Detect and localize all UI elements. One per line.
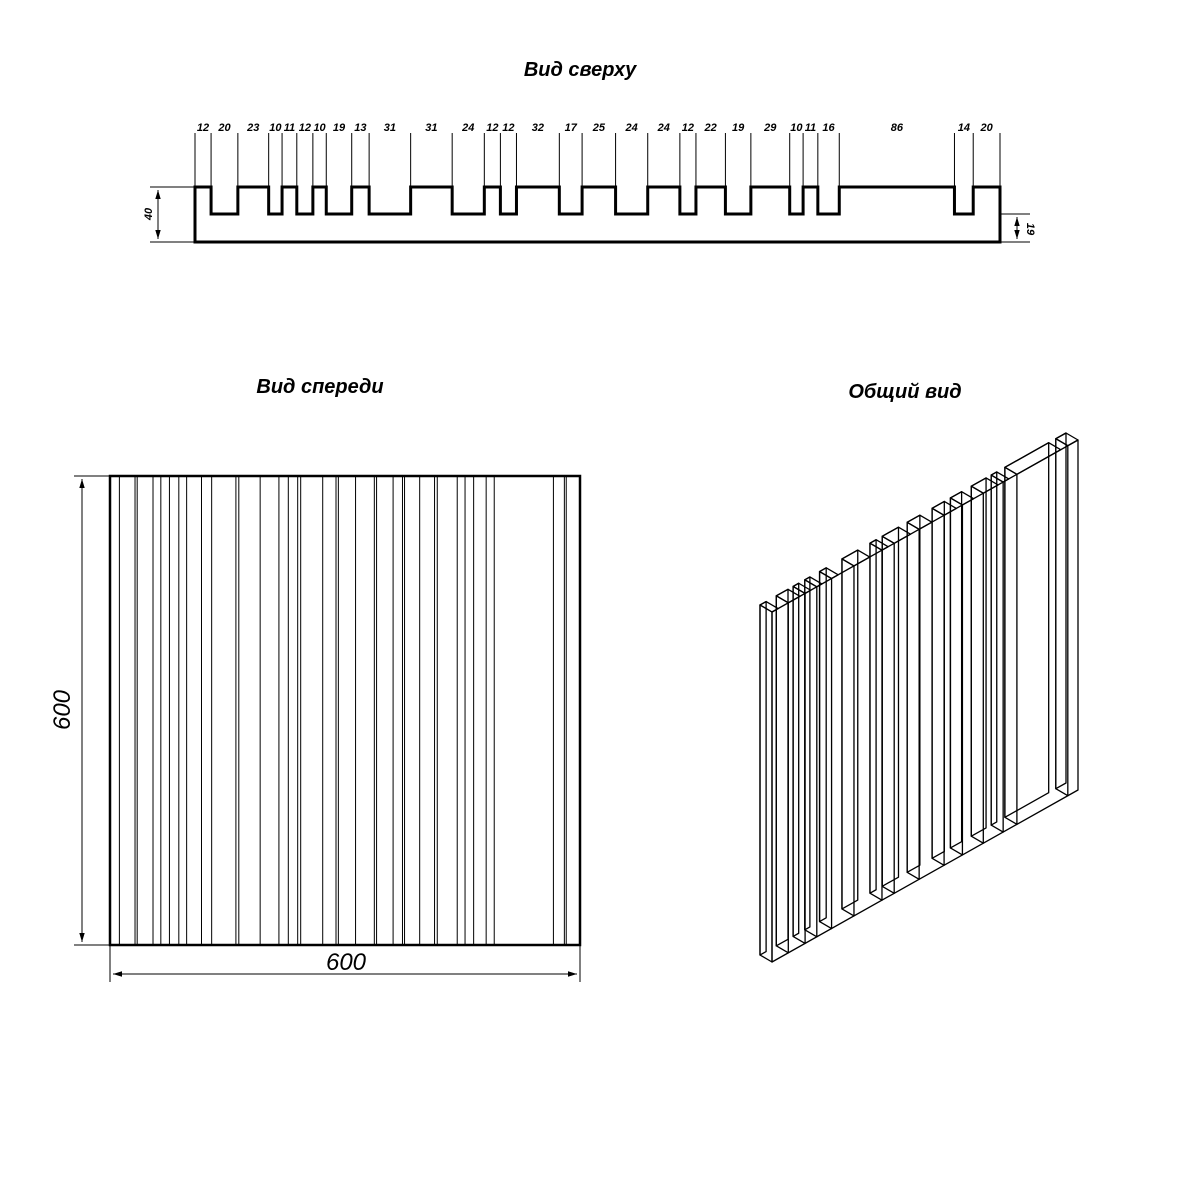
segment-width-label: 23 bbox=[246, 122, 259, 134]
segment-width-label: 12 bbox=[197, 122, 209, 134]
iso-rib-face bbox=[949, 491, 963, 849]
segment-width-label: 16 bbox=[822, 122, 835, 134]
segment-width-label: 12 bbox=[299, 122, 311, 134]
segment-width-label: 10 bbox=[790, 122, 803, 134]
iso-rib-face bbox=[990, 471, 998, 826]
top-profile-outline bbox=[193, 185, 1002, 244]
iso-rib-side bbox=[1004, 466, 1018, 825]
iso-rib-side bbox=[881, 535, 895, 894]
segment-width-label: 13 bbox=[354, 122, 366, 134]
iso-rib-side bbox=[841, 558, 855, 917]
segment-width-label: 11 bbox=[284, 122, 295, 134]
iso-rib-side bbox=[818, 570, 833, 930]
iso-rib-face bbox=[1004, 442, 1050, 818]
segment-width-label: 31 bbox=[425, 122, 437, 134]
segment-width-label: 31 bbox=[384, 122, 396, 134]
iso-rib-face bbox=[931, 500, 945, 859]
segment-width-label: 12 bbox=[486, 122, 498, 134]
iso-rib-side bbox=[869, 542, 883, 901]
segment-width-label: 22 bbox=[704, 122, 717, 134]
iso-rib-face bbox=[792, 582, 800, 938]
iso-rib-side bbox=[804, 579, 818, 938]
segment-width-label: 10 bbox=[269, 122, 282, 134]
iso-rib-side bbox=[931, 507, 945, 866]
iso-rib-top bbox=[970, 477, 999, 494]
iso-rib-side bbox=[1055, 438, 1069, 797]
top-view-title: Вид сверху bbox=[524, 59, 637, 81]
iso-rib-side bbox=[775, 595, 789, 954]
iso-rib-side bbox=[792, 585, 806, 945]
iso-rib-top bbox=[1004, 442, 1062, 475]
front-groove-lines bbox=[118, 476, 567, 945]
base-dimension: 19 bbox=[1000, 213, 1036, 243]
segment-width-label: 17 bbox=[565, 122, 578, 134]
iso-rib-side bbox=[906, 521, 920, 880]
segment-width-label: 10 bbox=[313, 122, 326, 134]
iso-rib-face bbox=[881, 526, 900, 887]
segment-width-label: 24 bbox=[625, 122, 638, 134]
front-panel-outline bbox=[108, 474, 582, 947]
front-view-title: Вид спереди bbox=[256, 376, 383, 398]
iso-rib-side bbox=[970, 485, 984, 844]
front-height-label: 600 bbox=[49, 689, 76, 730]
base-dimension-label: 19 bbox=[1024, 223, 1036, 236]
segment-width-label: 20 bbox=[979, 122, 993, 134]
isometric-view bbox=[759, 432, 1079, 963]
segment-width-label: 20 bbox=[217, 122, 231, 134]
general-view-title: Общий вид bbox=[848, 381, 961, 403]
iso-rib-face bbox=[869, 539, 877, 894]
segment-width-label: 12 bbox=[502, 122, 514, 134]
iso-rib-side bbox=[949, 497, 964, 856]
iso-rib-face bbox=[906, 514, 921, 873]
iso-rib-face bbox=[841, 549, 859, 910]
segment-width-label: 24 bbox=[461, 122, 474, 134]
segment-width-label: 19 bbox=[333, 122, 346, 134]
top-extension-lines bbox=[194, 133, 1001, 187]
iso-rib-side bbox=[759, 604, 773, 963]
front-width-dimension: 600 bbox=[109, 945, 581, 982]
segment-width-label: 24 bbox=[657, 122, 670, 134]
segment-width-label: 12 bbox=[682, 122, 694, 134]
iso-rib-face bbox=[759, 600, 767, 956]
height-dimension: 40 bbox=[143, 186, 196, 243]
front-view: 600 600 bbox=[49, 474, 582, 982]
front-width-label: 600 bbox=[326, 949, 367, 976]
iso-rib-face bbox=[818, 567, 827, 923]
iso-rib-face bbox=[775, 588, 789, 947]
segment-width-label: 29 bbox=[763, 122, 777, 134]
front-height-dimension: 600 bbox=[49, 475, 110, 946]
segment-width-label: 14 bbox=[958, 122, 970, 134]
iso-rib-top bbox=[841, 549, 871, 567]
segment-width-label: 32 bbox=[532, 122, 544, 134]
iso-rib-top bbox=[1055, 432, 1079, 447]
height-dimension-label: 40 bbox=[143, 207, 155, 221]
segment-width-label: 19 bbox=[732, 122, 745, 134]
segment-width-label: 11 bbox=[805, 122, 816, 134]
iso-rib-top bbox=[881, 526, 912, 544]
segment-width-label: 25 bbox=[592, 122, 606, 134]
segment-width-label: 86 bbox=[891, 122, 904, 134]
iso-rib-side bbox=[990, 474, 1004, 833]
iso-rib-face bbox=[1055, 432, 1067, 790]
